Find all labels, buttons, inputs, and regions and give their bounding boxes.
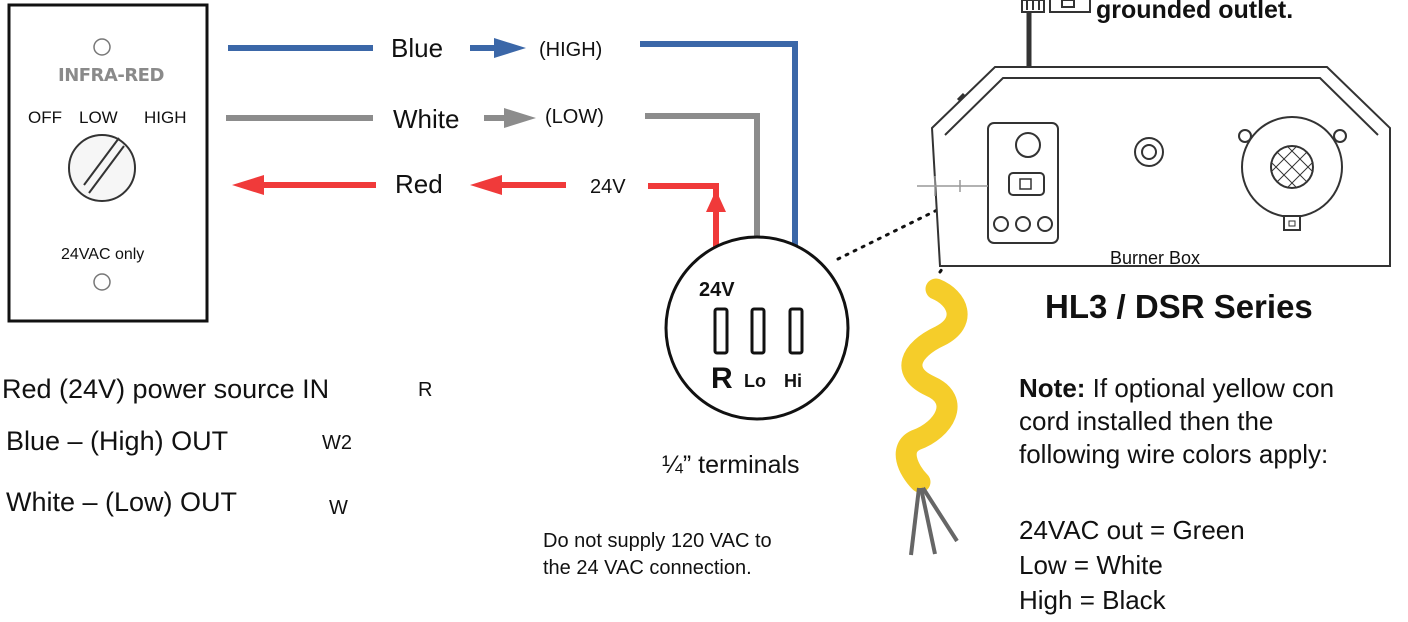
note-heading: Note:	[1019, 373, 1086, 403]
legend-blue-code: W2	[322, 432, 352, 454]
white-wire-label: White	[393, 104, 460, 134]
note-line-2: cord installed then the	[1019, 406, 1274, 436]
heater-burner-box	[917, 0, 1391, 267]
legend-white-code: W	[329, 497, 348, 519]
port-2	[1015, 216, 1031, 232]
legend-white: White – (Low) OUT	[6, 487, 238, 517]
voltage-note: 24VAC only	[61, 246, 145, 263]
series-title: HL3 / DSR Series	[1045, 288, 1313, 325]
burner-box-label: Burner Box	[1110, 248, 1201, 268]
blue-wire-label: Blue	[391, 33, 444, 63]
red-wire	[232, 175, 726, 268]
warning-line-1: Do not supply 120 VAC to	[543, 530, 772, 552]
top-screw-hole	[93, 38, 111, 56]
terminal-connector	[664, 235, 850, 421]
warning-line-2: the 24 VAC connection.	[543, 557, 752, 579]
note-line-1: Note: If optional yellow con	[1019, 372, 1408, 405]
terminal-label-lo: Lo	[744, 371, 766, 391]
color-map-low: Low = White	[1019, 550, 1163, 580]
switch-title: INFRA-RED	[58, 65, 164, 86]
connector-top-label: 24V	[699, 279, 735, 301]
red-wire-label: Red	[395, 169, 443, 199]
legend-blue: Blue – (High) OUT	[6, 426, 229, 456]
note-text-1: If optional yellow con	[1092, 373, 1335, 403]
port-1	[993, 216, 1009, 232]
burner-port-icon	[1238, 116, 1347, 231]
red-wire-signal: 24V	[590, 176, 626, 198]
switch-position-high: HIGH	[144, 108, 187, 127]
note-block: Note: If optional yellow con cord instal…	[1019, 372, 1408, 471]
optional-yellow-cord	[895, 278, 968, 556]
terminal-label-hi: Hi	[784, 371, 802, 391]
terminal-caption: ¼” terminals	[662, 451, 800, 479]
outlet-note: grounded outlet.	[1096, 0, 1294, 24]
blue-wire-signal: (HIGH)	[539, 39, 603, 61]
white-wire-signal: (LOW)	[545, 106, 604, 128]
terminal-hi	[788, 307, 804, 355]
terminal-label-r: R	[711, 362, 733, 395]
port-3	[1037, 216, 1053, 232]
color-mapping-list: 24VAC out = Green Low = White High = Bla…	[1019, 513, 1245, 618]
switch-position-low: LOW	[79, 108, 118, 127]
legend-red: Red (24V) power source IN	[2, 374, 330, 404]
terminal-r	[713, 307, 729, 355]
cord-grommet	[1015, 132, 1041, 158]
color-map-24vac: 24VAC out = Green	[1019, 515, 1245, 545]
selector-knob	[68, 134, 136, 202]
legend-red-code: R	[418, 379, 433, 401]
gas-fitting-icon	[1134, 137, 1164, 167]
bottom-screw-hole	[93, 273, 111, 291]
terminal-lo	[750, 307, 766, 355]
color-map-high: High = Black	[1019, 585, 1166, 615]
note-line-3: following wire colors apply:	[1019, 439, 1329, 469]
switch-plate	[7, 3, 209, 323]
switch-position-off: OFF	[28, 108, 62, 127]
